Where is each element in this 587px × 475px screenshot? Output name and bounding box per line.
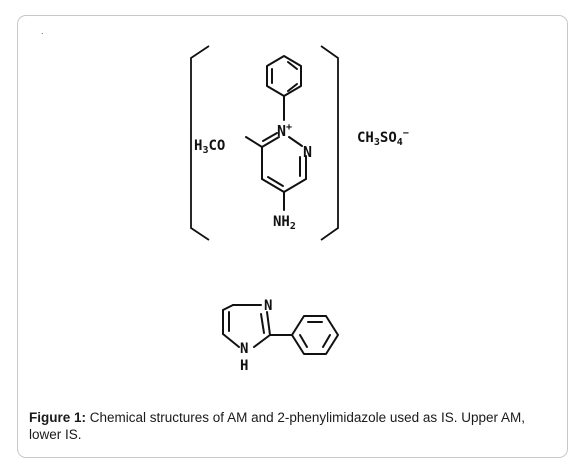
am-ring-bond-n1-c6 [261,136,280,148]
is-ring-n1-c5 [222,333,240,348]
is-ring-c2-n1 [253,334,271,348]
is-ring-double-n3-c2 [260,313,265,334]
am-phenyl-double-1 [287,61,298,70]
chemical-structures-diagram: N+ N H3CO NH2 CH3SO4− N N [190,45,409,374]
figure-frame: . [17,15,568,458]
am-phenyl-double-3 [287,83,298,92]
is-h-label: H [240,358,248,374]
is-phenyl-double-3 [299,334,308,348]
am-ring-bond-n2-n1 [288,136,303,147]
is-n-top-label: N [264,298,272,314]
right-bracket [320,45,339,241]
figure-caption: Figure 1: Chemical structures of AM and … [29,409,559,443]
is-phenyl-double-2 [322,334,331,348]
caption-label: Figure 1: [29,410,87,425]
is-ring-c4-corner [222,304,234,311]
am-ring-double-c5-c4 [267,176,284,187]
left-bracket [190,45,210,241]
is-phenyl-ring [291,315,339,355]
am-structure: N+ N H3CO NH2 CH3SO4− [190,45,409,241]
am-ring-bond-c5-c4 [261,178,285,193]
am-n-label: N [303,143,312,161]
am-methoxy-bond [245,136,263,148]
am-amino-label: NH2 [273,214,296,232]
is-n-bottom-label: N [240,341,248,357]
caption-text: Chemical structures of AM and 2-phenylim… [29,410,525,442]
am-methoxy-label: H3CO [194,138,225,156]
is-structure: N N H [222,298,339,374]
am-ring-bond-c4-c3 [283,178,307,193]
am-counterion-label: CH3SO4− [357,128,409,148]
am-ring-double-n1-c6 [262,132,278,142]
corner-mark: . [41,26,44,36]
is-ring-n3-c2 [266,311,271,336]
